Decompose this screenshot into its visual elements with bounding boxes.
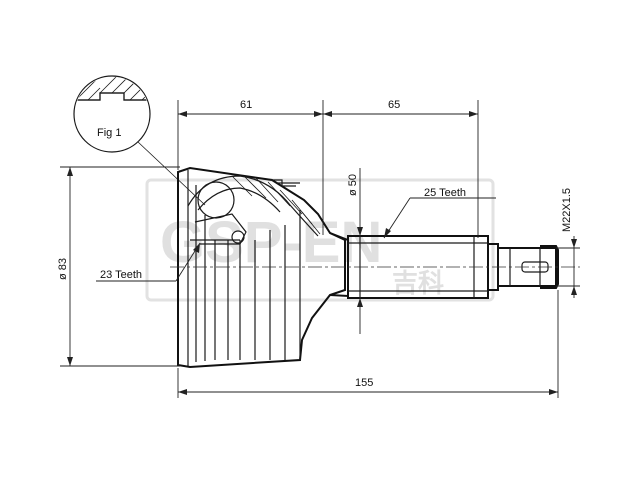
dim-155-label: 155 [355, 377, 373, 389]
fig1-detail: Fig 1 [73, 75, 206, 206]
dim-thread-label: M22X1.5 [561, 188, 573, 232]
callout-outer-teeth: 25 Teeth [383, 187, 496, 239]
dim-dia-50: ø 50 [347, 168, 363, 334]
fig1-label: Fig 1 [97, 127, 121, 139]
dim-thread: M22X1.5 [556, 188, 580, 298]
outer-teeth-label: 25 Teeth [424, 187, 466, 199]
joint-housing [177, 166, 346, 369]
housing-outline [177, 166, 346, 369]
dim-65-label: 65 [388, 99, 400, 111]
dim-dia-83: ø 83 [57, 166, 180, 367]
watermark-chinese: 吉科 [392, 268, 444, 298]
dim-65: 65 [323, 99, 479, 238]
fig1-hatching [75, 77, 149, 101]
inner-teeth-label: 23 Teeth [100, 269, 142, 281]
housing-grooves [187, 170, 301, 366]
dim-155: 155 [177, 290, 559, 398]
dim-61: 61 [177, 99, 324, 235]
watermark-frame [145, 178, 495, 302]
callout-inner-teeth: 23 Teeth [96, 242, 201, 282]
fig1-circle [73, 75, 151, 153]
dim-dia-50-label: ø 50 [347, 174, 359, 196]
housing-hatching [231, 175, 321, 235]
dim-dia-83-label: ø 83 [57, 258, 69, 280]
dim-61-label: 61 [240, 99, 252, 111]
